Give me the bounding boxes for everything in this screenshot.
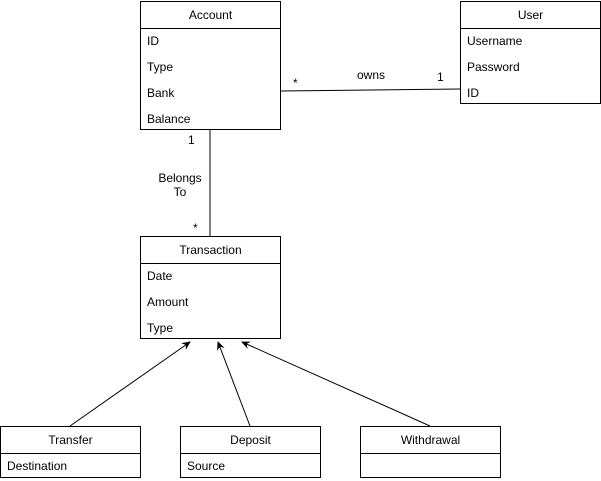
- account-attr-id: ID: [147, 34, 159, 48]
- owns-association-line: [280, 88, 461, 92]
- deposit-attr-source: Source: [187, 459, 226, 473]
- withdrawal-generalization-arrow: [241, 341, 431, 427]
- withdrawal-class[interactable]: Withdrawal: [360, 426, 501, 478]
- transaction-attr-amount: Amount: [147, 295, 189, 309]
- transfer-class[interactable]: Transfer Destination: [0, 426, 141, 478]
- user-attr-id: ID: [467, 86, 479, 100]
- account-attr-balance: Balance: [147, 112, 191, 126]
- withdrawal-class-name: Withdrawal: [361, 427, 500, 454]
- user-attr-password: Password: [467, 60, 520, 74]
- belongs-to-label-line1: Belongs: [158, 171, 202, 185]
- user-class-name: User: [461, 2, 600, 29]
- transfer-generalization-arrow: [69, 341, 191, 427]
- deposit-class-name: Deposit: [181, 427, 320, 454]
- account-class-name: Account: [141, 2, 280, 29]
- user-class[interactable]: User Username Password ID: [460, 1, 601, 104]
- belongs-to-label-line2: To: [173, 185, 187, 199]
- account-attr-type: Type: [147, 60, 174, 74]
- transaction-class-name: Transaction: [141, 237, 280, 264]
- transaction-attr-date: Date: [147, 269, 173, 283]
- deposit-class[interactable]: Deposit Source: [180, 426, 321, 478]
- belongs-to-transaction-multiplicity: *: [193, 221, 198, 235]
- transaction-class[interactable]: Transaction Date Amount Type: [140, 236, 281, 339]
- account-class[interactable]: Account ID Type Bank Balance: [140, 1, 281, 130]
- transfer-class-name: Transfer: [1, 427, 140, 454]
- transaction-attr-type: Type: [147, 321, 174, 335]
- user-attr-username: Username: [467, 34, 523, 48]
- belongs-to-account-multiplicity: 1: [188, 133, 195, 147]
- owns-account-multiplicity: *: [293, 76, 298, 90]
- owns-association-label: owns: [357, 68, 386, 82]
- deposit-generalization-arrow: [217, 341, 251, 427]
- owns-user-multiplicity: 1: [437, 70, 444, 84]
- transfer-attr-destination: Destination: [7, 459, 68, 473]
- account-attr-bank: Bank: [147, 86, 175, 100]
